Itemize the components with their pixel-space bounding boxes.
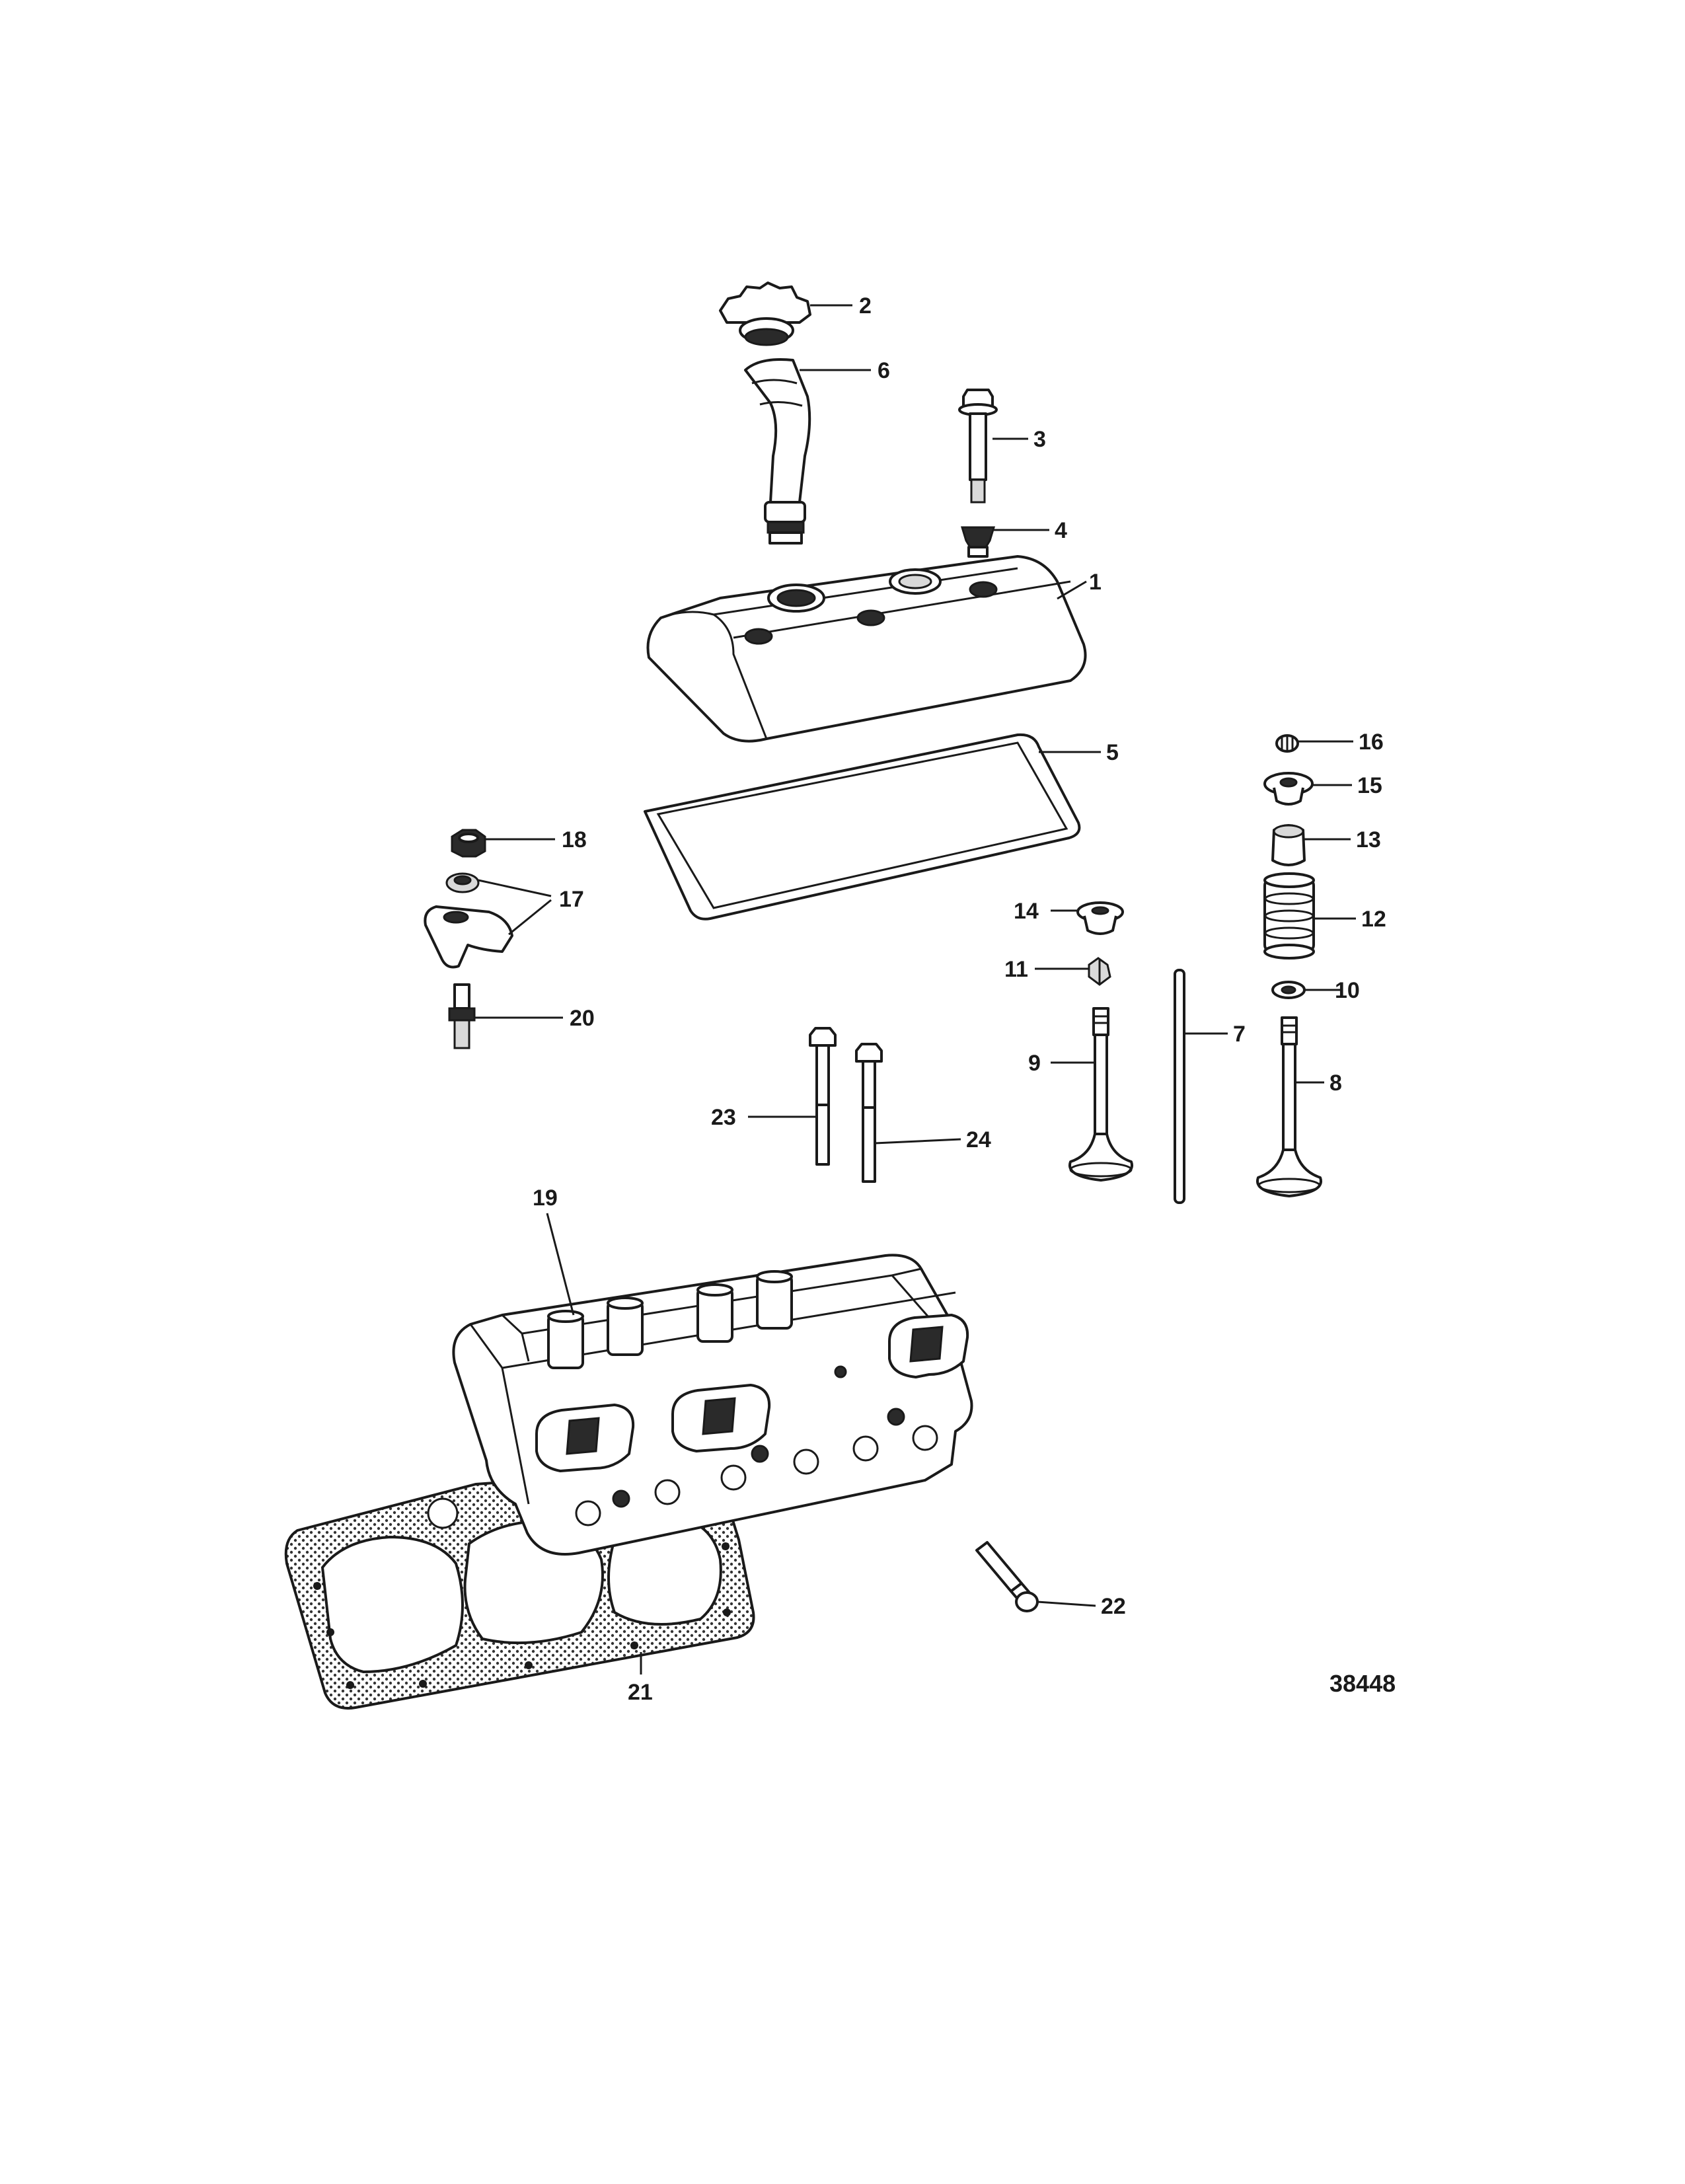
callout-16: 16 <box>1359 730 1384 755</box>
exhaust-ports <box>535 1314 969 1472</box>
callout-2: 2 <box>859 293 872 319</box>
callout-24: 24 <box>966 1127 991 1152</box>
part-23-head-bolt <box>809 1027 837 1166</box>
callout-6: 6 <box>878 358 890 383</box>
part-17-rocker-arm-and-ball <box>424 872 513 969</box>
callout-9: 9 <box>1028 1051 1041 1076</box>
callout-23: 23 <box>711 1105 736 1130</box>
callout-21: 21 <box>628 1680 653 1705</box>
callout-18: 18 <box>562 827 587 852</box>
callout-8: 8 <box>1329 1071 1342 1096</box>
part-13-valve-seal <box>1271 824 1306 866</box>
callout-1: 1 <box>1089 570 1102 595</box>
callout-7: 7 <box>1233 1022 1246 1047</box>
callout-19: 19 <box>533 1186 558 1211</box>
part-9-intake-valve <box>1068 1007 1133 1182</box>
callout-5: 5 <box>1106 740 1119 765</box>
leader-lines <box>474 304 1356 1675</box>
part-6-filler-tube <box>744 358 811 545</box>
callout-labels: 1 2 3 4 5 6 7 8 9 10 11 12 13 14 15 16 1… <box>533 293 1386 1705</box>
callout-11: 11 <box>1004 957 1028 982</box>
figure-number: 38448 <box>1329 1670 1396 1697</box>
callout-17: 17 <box>559 887 584 912</box>
part-12-valve-spring <box>1263 872 1315 960</box>
callout-12: 12 <box>1361 907 1386 932</box>
callout-20: 20 <box>570 1006 595 1031</box>
callout-13: 13 <box>1356 827 1381 852</box>
part-22-bolt <box>975 1541 1039 1612</box>
part-10-spring-shim <box>1271 981 1306 999</box>
part-20-rocker-stud <box>448 983 476 1049</box>
part-15-spring-retainer <box>1263 772 1314 806</box>
callout-15: 15 <box>1357 773 1382 798</box>
part-5-cover-gasket <box>644 733 1081 921</box>
callout-10: 10 <box>1335 978 1360 1003</box>
part-16-valve-keys <box>1275 734 1299 753</box>
part-19-cylinder-head <box>452 1254 973 1556</box>
head-springs <box>547 1270 793 1369</box>
part-14-spring-retainer <box>1076 901 1124 935</box>
part-1-rocker-cover <box>646 555 1087 743</box>
callout-4: 4 <box>1055 518 1067 543</box>
callout-22: 22 <box>1101 1594 1126 1619</box>
part-2-oil-filler-cap <box>719 282 811 346</box>
part-3-bolt <box>958 389 998 504</box>
part-18-nut <box>451 829 486 858</box>
callout-14: 14 <box>1014 899 1039 924</box>
part-4-grommet <box>960 526 996 558</box>
part-11-valve-keys <box>1088 957 1111 986</box>
part-24-head-bolt <box>855 1043 883 1183</box>
part-8-exhaust-valve <box>1256 1016 1322 1197</box>
callout-3: 3 <box>1033 427 1046 452</box>
part-7-pushrod <box>1174 969 1185 1204</box>
